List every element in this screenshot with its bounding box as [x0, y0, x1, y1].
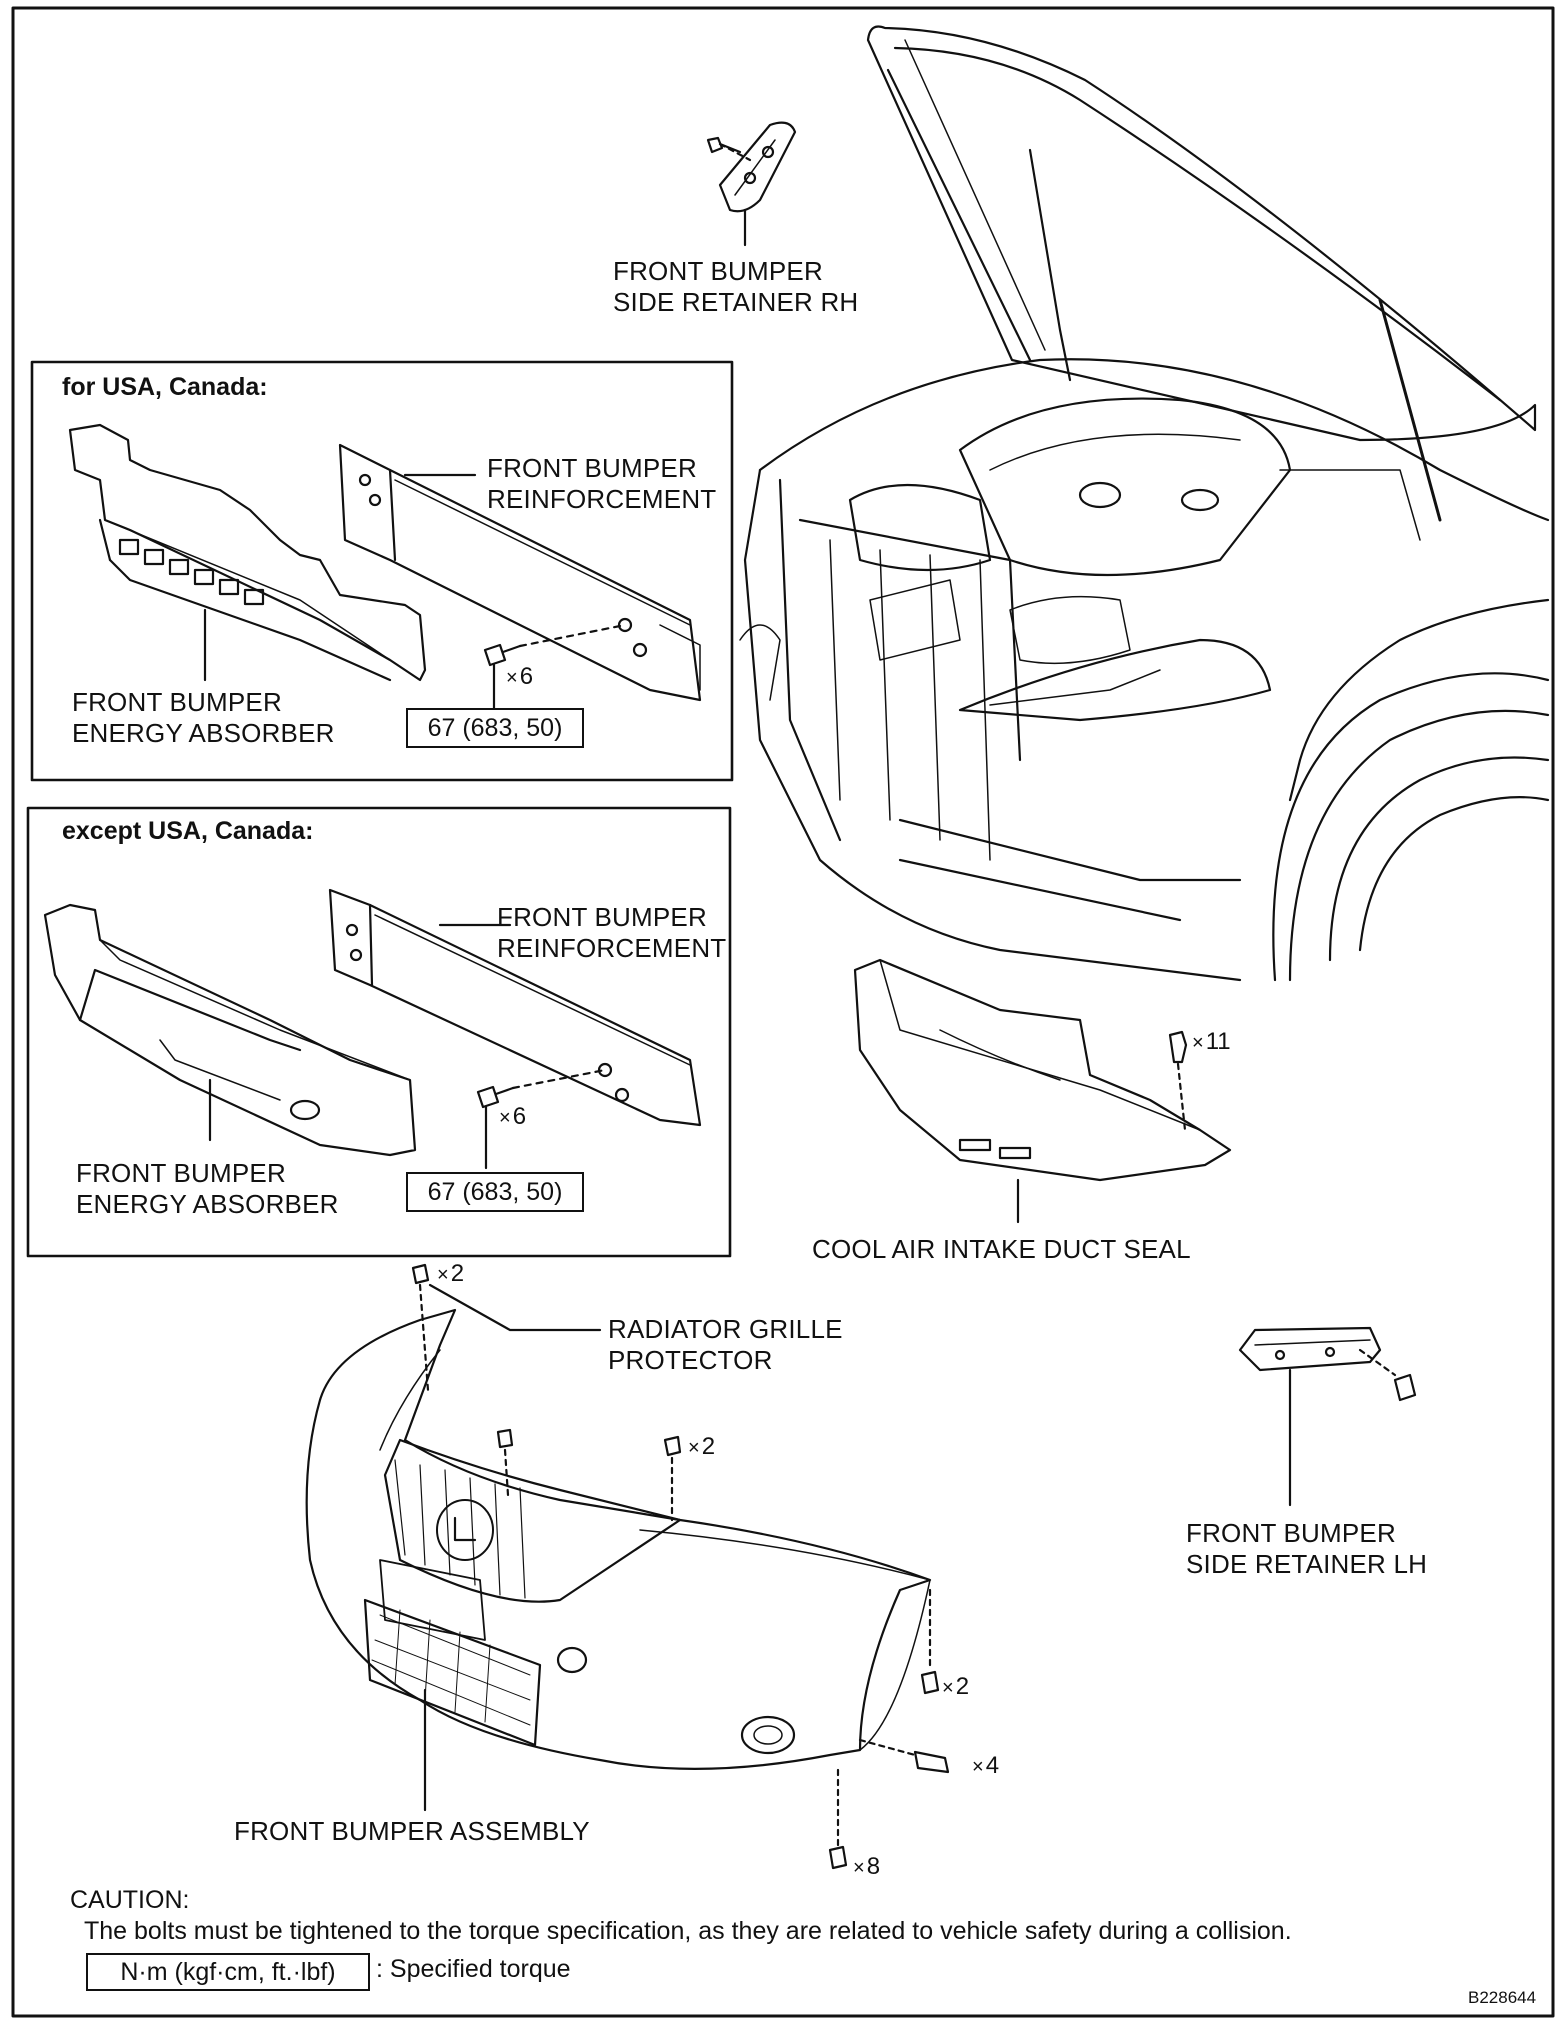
qty-prefix: × [437, 1264, 449, 1286]
intake-seal-clip [1168, 1030, 1188, 1064]
bumper-top-clip-qty: ×2 [688, 1433, 715, 1461]
except-energy-absorber-line2: ENERGY ABSORBER [76, 1189, 339, 1219]
usa-energy-absorber-label: FRONT BUMPER ENERGY ABSORBER [72, 687, 335, 749]
side-retainer-rh-drawing [706, 121, 797, 247]
except-reinforcement-label: FRONT BUMPER REINFORCEMENT [497, 902, 726, 964]
qty-value: 6 [519, 663, 534, 690]
qty-value: 2 [701, 1433, 716, 1460]
except-reinforcement-drawing [328, 888, 702, 1170]
qty-prefix: × [688, 1437, 700, 1459]
usa-energy-absorber-drawing [68, 423, 427, 682]
qty-value: 2 [450, 1260, 465, 1287]
side-retainer-rh-line2: SIDE RETAINER RH [613, 287, 859, 317]
bumper-fasteners [411, 1263, 950, 1870]
except-energy-absorber-label: FRONT BUMPER ENERGY ABSORBER [76, 1158, 339, 1220]
side-screw [913, 1750, 950, 1774]
usa-reinforcement-label: FRONT BUMPER REINFORCEMENT [487, 453, 716, 515]
except-energy-absorber-line1: FRONT BUMPER [76, 1158, 286, 1188]
fender-screw [920, 1670, 940, 1695]
side-retainer-lh-drawing [1238, 1326, 1417, 1507]
page-frame [11, 6, 1555, 2018]
torque-legend-text: : Specified torque [376, 1955, 571, 1983]
qty-prefix: × [1192, 1032, 1204, 1054]
vehicle-front-illustration [739, 25, 1550, 982]
qty-prefix: × [506, 667, 518, 689]
usa-bolt-qty: ×6 [506, 663, 533, 691]
usa-torque-box: 67 (683, 50) [406, 708, 584, 748]
retainer-lh-bolt [1393, 1373, 1417, 1402]
intake-seal-clip-qty: ×11 [1192, 1028, 1231, 1056]
side-screw-qty: ×4 [972, 1752, 999, 1780]
side-retainer-lh-label: FRONT BUMPER SIDE RETAINER LH [1186, 1518, 1427, 1580]
qty-prefix: × [853, 1857, 865, 1879]
bumper-top-clip-right [663, 1435, 682, 1457]
side-retainer-rh-label: FRONT BUMPER SIDE RETAINER RH [613, 256, 858, 318]
qty-value: 4 [985, 1752, 1000, 1779]
side-retainer-lh-line2: SIDE RETAINER LH [1186, 1549, 1428, 1579]
radiator-grille-protector-label: RADIATOR GRILLE PROTECTOR [608, 1314, 843, 1376]
usa-energy-absorber-line1: FRONT BUMPER [72, 687, 282, 717]
torque-legend-box: N·m (kgf·cm, ft.·lbf) [86, 1953, 370, 1991]
except-energy-absorber-drawing [43, 903, 417, 1157]
usa-reinforcement-line2: REINFORCEMENT [487, 484, 717, 514]
usa-canada-section-title: for USA, Canada: [62, 373, 268, 401]
caution-heading: CAUTION: [70, 1886, 190, 1914]
usa-bolt [483, 643, 522, 667]
qty-value: 11 [1205, 1028, 1231, 1055]
front-bumper-assembly-label: FRONT BUMPER ASSEMBLY [234, 1816, 590, 1846]
bottom-screw [828, 1845, 848, 1870]
side-retainer-rh-line1: FRONT BUMPER [613, 256, 823, 286]
intake-duct-seal-drawing [853, 958, 1232, 1224]
side-retainer-lh-line1: FRONT BUMPER [1186, 1518, 1396, 1548]
fender-screw-qty: ×2 [942, 1673, 969, 1701]
qty-value: 6 [512, 1103, 527, 1130]
except-usa-canada-section-title: except USA, Canada: [62, 817, 314, 845]
qty-prefix: × [942, 1677, 954, 1699]
usa-canada-section-box [30, 360, 734, 782]
caution-text: The bolts must be tightened to the torqu… [84, 1917, 1292, 1945]
qty-prefix: × [499, 1107, 511, 1129]
bottom-screw-qty: ×8 [853, 1853, 880, 1881]
except-usa-canada-section-box [26, 806, 732, 1258]
qty-value: 8 [866, 1853, 881, 1880]
front-bumper-assembly-drawing [305, 1308, 932, 1812]
radiator-grille-protector-line1: RADIATOR GRILLE [608, 1314, 843, 1344]
except-reinforcement-line2: REINFORCEMENT [497, 933, 727, 963]
grille-protector-clip-qty: ×2 [437, 1260, 464, 1288]
qty-value: 2 [955, 1673, 970, 1700]
qty-prefix: × [972, 1756, 984, 1778]
except-bolt-qty: ×6 [499, 1103, 526, 1131]
usa-energy-absorber-line2: ENERGY ABSORBER [72, 718, 335, 748]
usa-reinforcement-line1: FRONT BUMPER [487, 453, 697, 483]
radiator-grille-protector-line2: PROTECTOR [608, 1345, 773, 1375]
cool-air-intake-duct-seal-label: COOL AIR INTAKE DUCT SEAL [812, 1234, 1191, 1264]
bumper-top-clip [496, 1428, 514, 1449]
usa-reinforcement-drawing [338, 443, 702, 714]
grille-protector-clip [411, 1263, 430, 1285]
except-reinforcement-line1: FRONT BUMPER [497, 902, 707, 932]
except-bolt [476, 1085, 515, 1109]
figure-code: B228644 [1468, 1988, 1537, 2007]
except-torque-box: 67 (683, 50) [406, 1172, 584, 1212]
